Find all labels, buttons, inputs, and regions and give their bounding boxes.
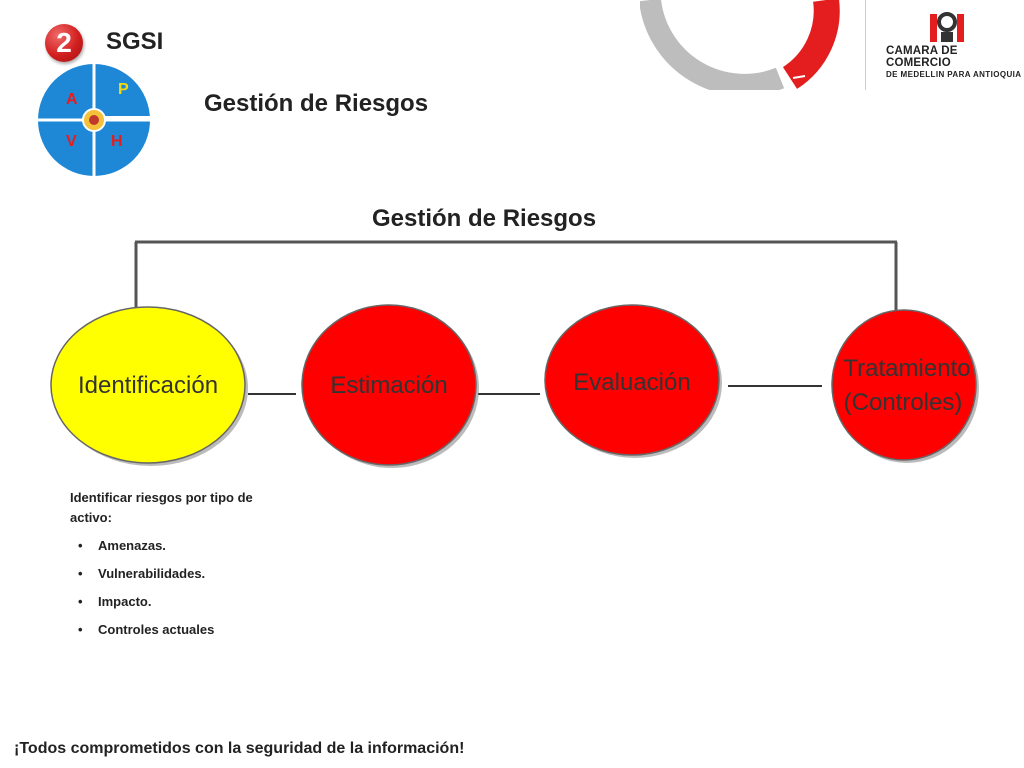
node-identificacion bbox=[50, 306, 246, 464]
logo-mark-icon bbox=[930, 12, 964, 42]
list-item: Impacto. bbox=[70, 592, 280, 612]
logo bbox=[860, 0, 1024, 90]
list-item: Amenazas. bbox=[70, 536, 280, 556]
step-number-badge: 2 bbox=[45, 24, 83, 62]
details-intro: Identificar riesgos por tipo de activo: bbox=[70, 490, 253, 525]
logo-text: CAMARA DE COMERCIO DE MEDELLIN PARA ANTI… bbox=[886, 45, 1024, 79]
node-identificacion-label: Identificación bbox=[78, 372, 218, 399]
node-estimacion-label: Estimación bbox=[330, 372, 447, 399]
bracket-connector bbox=[134, 240, 898, 310]
pdca-cycle-icon: A P V H bbox=[38, 64, 154, 176]
page-title: Gestión de Riesgos bbox=[204, 90, 429, 117]
node-tratamiento-label-line2: (Controles) bbox=[844, 389, 963, 416]
node-evaluacion bbox=[544, 304, 720, 456]
logo-line1: CAMARA DE COMERCIO bbox=[886, 45, 958, 69]
footer-slogan: ¡Todos comprometidos con la seguridad de… bbox=[14, 740, 465, 757]
pdca-a-letter: A bbox=[66, 91, 78, 108]
pdca-v-letter: V bbox=[66, 133, 77, 150]
list-item: Vulnerabilidades. bbox=[70, 564, 280, 584]
risk-process-diagram: Identificación Estimación Evaluación Tra… bbox=[50, 240, 979, 468]
list-item: Controles actuales bbox=[70, 620, 280, 640]
node-tratamiento bbox=[831, 309, 977, 461]
details-list: Amenazas. Vulnerabilidades. Impacto. Con… bbox=[70, 536, 280, 640]
sgsi-label: SGSI bbox=[106, 28, 164, 55]
pdca-h-letter: H bbox=[111, 133, 123, 150]
node-tratamiento-label-line1: Tratamiento bbox=[843, 355, 970, 382]
logo-line2: DE MEDELLIN PARA ANTIOQUIA bbox=[886, 70, 1022, 79]
node-evaluacion-label: Evaluación bbox=[573, 369, 690, 396]
node-estimacion bbox=[301, 304, 477, 466]
diagram-title: Gestión de Riesgos bbox=[372, 205, 597, 232]
pdca-p-letter: P bbox=[118, 81, 129, 98]
decorative-arcs bbox=[640, 0, 840, 90]
details-text: Identificar riesgos por tipo de activo: … bbox=[70, 488, 280, 648]
